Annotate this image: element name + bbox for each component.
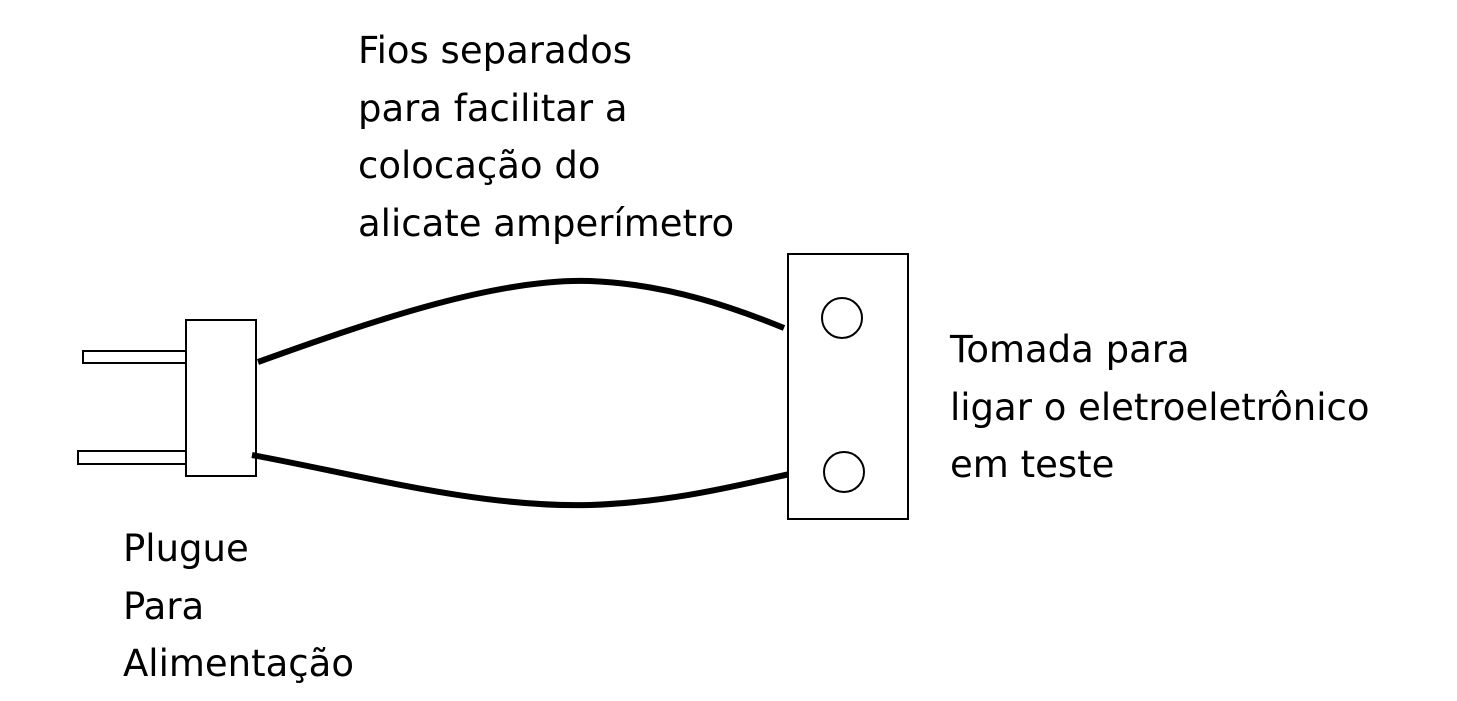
wires-label-line: Fios separados [358,29,633,72]
plug-label: Plugue Para Alimentação [123,520,354,693]
wire-bottom [251,452,805,509]
socket-hole-bottom [823,451,865,493]
socket-label-line: ligar o eletroeletrônico [950,385,1370,429]
plug-body [185,319,257,477]
wires-label-line: colocação do [358,144,601,187]
wire-top [256,277,786,365]
socket-label-line: Tomada para [950,328,1190,371]
socket-label: Tomada para ligar o eletroeletrônico em … [950,321,1370,494]
plug-label-line: Plugue [123,527,249,570]
plug-prong-bottom [77,450,194,465]
wires-label-line: para facilitar a [358,86,628,130]
plug-prong-top [82,350,189,364]
socket-hole-top [821,297,863,339]
plug-label-line: Para [123,584,205,628]
plug-label-line: Alimentação [123,642,354,685]
wires-label: Fios separados para facilitar a colocaçã… [358,22,734,252]
wires-label-line: alicate amperímetro [358,201,735,245]
socket-label-line: em teste [950,443,1115,486]
